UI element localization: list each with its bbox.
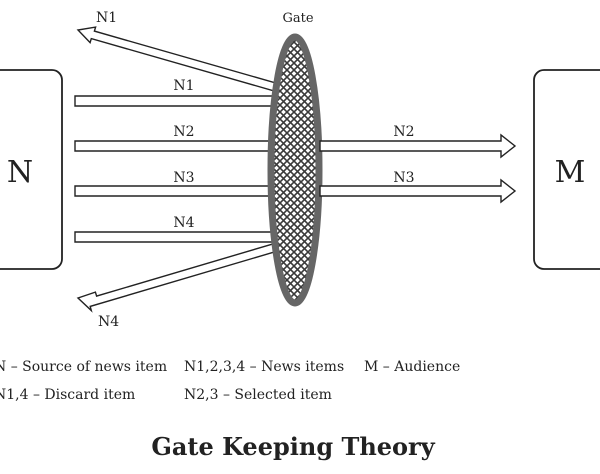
outgoing-arrow-n3-label: N3 (393, 170, 414, 186)
gate-label: Gate (282, 11, 313, 26)
gate-filter (267, 33, 323, 307)
source-box (0, 69, 63, 270)
source-box-label: N (7, 155, 33, 190)
incoming-arrow-n1-label: N1 (173, 78, 194, 94)
incoming-arrow-n2-label: N2 (173, 124, 194, 140)
legend-selected: N2,3 – Selected item (184, 387, 332, 403)
outgoing-arrow-n3 (319, 178, 517, 204)
audience-box-label: M (555, 155, 586, 190)
legend-news-items: N1,2,3,4 – News items (184, 359, 344, 375)
discard-arrow-n1-label: N1 (96, 10, 117, 26)
incoming-arrow-n3-label: N3 (173, 170, 194, 186)
discard-arrow-n4 (76, 240, 289, 313)
diagram-title: Gate Keeping Theory (151, 432, 435, 461)
incoming-arrow-n4-label: N4 (173, 215, 194, 231)
discard-arrow-n1 (76, 26, 284, 94)
outgoing-arrow-n2 (319, 133, 517, 159)
legend-source: N – Source of news item (0, 359, 167, 375)
outgoing-arrow-n2-label: N2 (393, 124, 414, 140)
audience-box (533, 69, 600, 270)
discard-arrow-n4-label: N4 (98, 314, 119, 330)
legend-discard: N1,4 – Discard item (0, 387, 135, 403)
legend-audience: M – Audience (364, 359, 460, 375)
